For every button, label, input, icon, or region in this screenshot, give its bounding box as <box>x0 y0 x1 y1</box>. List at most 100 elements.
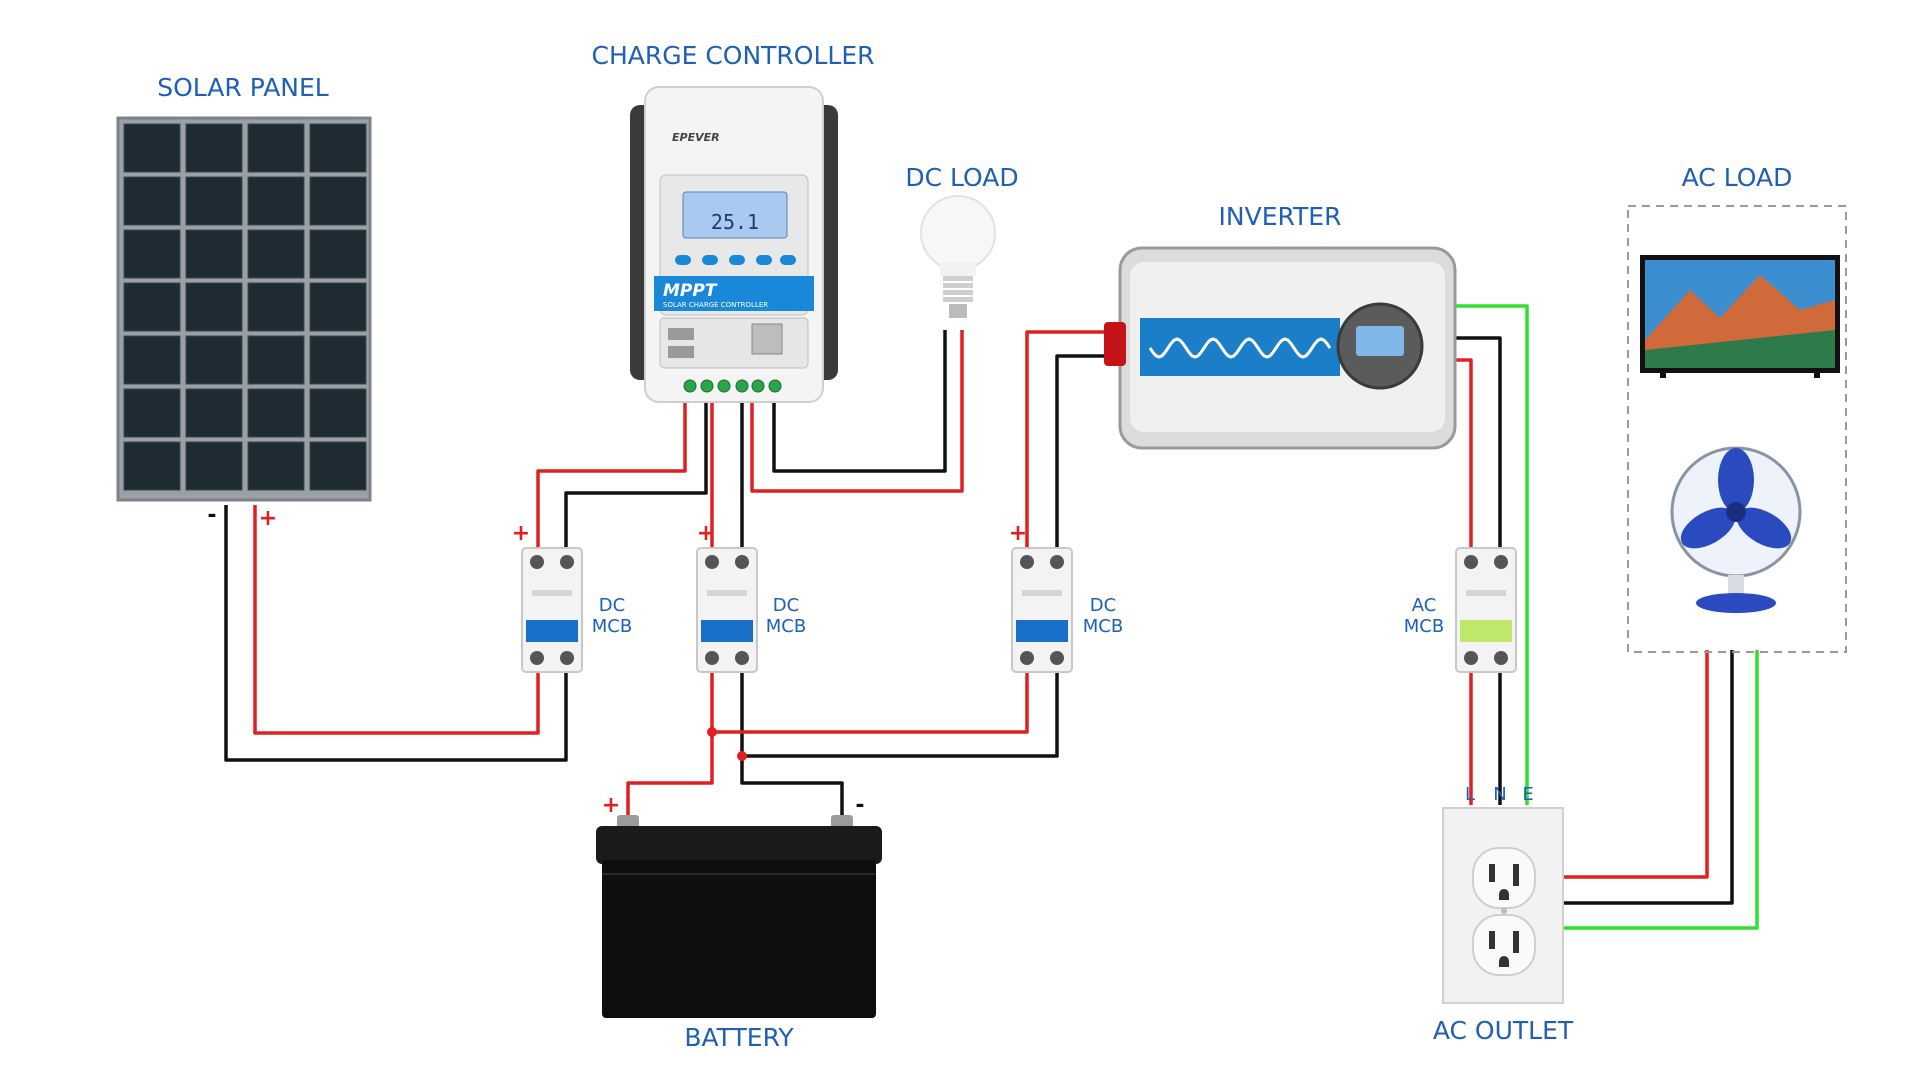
mcb1-label-line1: DC <box>599 595 625 616</box>
controller-usb-port-1 <box>668 328 694 340</box>
solar-cell <box>123 441 181 491</box>
solar-cell <box>185 388 243 438</box>
solar-cell <box>185 441 243 491</box>
mcb2-dc-top-screw <box>735 555 749 569</box>
solar-panel-label: SOLAR PANEL <box>157 73 329 102</box>
mcb3-dc <box>1011 547 1073 673</box>
controller-terminal-screw <box>683 379 697 393</box>
mcb3-dc-rating-plate <box>1022 590 1062 596</box>
mcb-ac-bottom-screw <box>1464 651 1478 665</box>
charge-controller-label: CHARGE CONTROLLER <box>591 41 874 70</box>
solar-panel: SOLAR PANEL - + <box>116 73 372 531</box>
dc-load-bulb: DC LOAD <box>905 163 1019 318</box>
inverter-connector <box>1104 322 1126 366</box>
outlet-terminal-l: L <box>1465 784 1475 805</box>
solar-cell <box>247 176 305 226</box>
controller-terminal-screw <box>700 379 714 393</box>
solar-cell <box>309 388 367 438</box>
outlet-terminal-n: N <box>1493 784 1506 805</box>
mcb2-dc-bottom-screw <box>705 651 719 665</box>
inverter-display <box>1356 326 1404 356</box>
solar-cell <box>123 388 181 438</box>
solar-cell <box>185 335 243 385</box>
mcb2-dc-rating-plate <box>707 590 747 596</box>
battery-terminal-positive <box>617 815 639 829</box>
mcb2-label-line1: DC <box>773 595 799 616</box>
wire-bus-mcb3-positive <box>712 672 1029 734</box>
solar-cell <box>185 282 243 332</box>
controller-terminal-screw <box>768 379 782 393</box>
solar-negative-sign: - <box>207 503 216 528</box>
controller-button-set[interactable] <box>756 255 772 265</box>
solar-cell <box>309 123 367 173</box>
mcb1-dc-bottom-screw <box>560 651 574 665</box>
inverter-sine-wave <box>1148 337 1332 359</box>
dc-load-label: DC LOAD <box>905 163 1018 192</box>
battery-terminal-negative <box>831 815 853 829</box>
mcb2-positive-sign: + <box>697 521 715 546</box>
mcb-ac-toggle[interactable] <box>1460 620 1512 642</box>
solar-cell <box>185 123 243 173</box>
mcb-ac-top-screw <box>1464 555 1478 569</box>
solar-positive-sign: + <box>259 506 277 531</box>
controller-display-value: 25.1 <box>711 210 759 234</box>
wires <box>224 304 1759 930</box>
solar-cell <box>309 441 367 491</box>
battery-positive-sign: + <box>602 793 620 818</box>
mcb1-label-line2: MCB <box>592 616 632 637</box>
wire-solar-negative <box>224 505 568 762</box>
controller-buttons <box>675 255 796 265</box>
controller-button-pv[interactable] <box>675 255 691 265</box>
ac-load-label: AC LOAD <box>1682 163 1793 192</box>
mcb2-dc-top-screw <box>705 555 719 569</box>
mcb3-label-line1: DC <box>1090 595 1116 616</box>
solar-cell <box>247 282 305 332</box>
breaker-labels: DC MCB DC MCB DC MCB AC MCB + + + <box>512 521 1444 637</box>
charge-controller: CHARGE CONTROLLER 25.1 MPPT SOLAR CHARGE… <box>591 41 875 403</box>
mcb2-dc-body <box>696 547 758 673</box>
controller-terminal-screw <box>735 379 749 393</box>
controller-title: MPPT <box>663 281 718 301</box>
mcb-ac-rating-plate <box>1466 590 1506 596</box>
battery-label: BATTERY <box>684 1023 794 1052</box>
mcb3-positive-sign: + <box>1009 521 1027 546</box>
battery: + - BATTERY <box>596 793 882 1052</box>
acmcb-label-line2: MCB <box>1404 616 1444 637</box>
controller-button-load[interactable] <box>729 255 745 265</box>
controller-terminals <box>683 379 782 393</box>
wire-cc-load-positive <box>750 330 964 493</box>
solar-cell <box>123 335 181 385</box>
wire-cc-load-negative <box>772 330 947 473</box>
battery-negative-sign: - <box>855 793 864 818</box>
mcb3-dc-toggle[interactable] <box>1016 620 1068 642</box>
controller-terminal-screw <box>751 379 765 393</box>
solar-cell <box>309 282 367 332</box>
wire-bus-mcb3-negative <box>742 672 1059 758</box>
solar-cell <box>123 123 181 173</box>
outlet-screw <box>1501 908 1507 914</box>
controller-button-batt[interactable] <box>702 255 718 265</box>
mcb1-dc-top-screw <box>530 555 544 569</box>
mcb2-dc-toggle[interactable] <box>701 620 753 642</box>
outlet-socket-top[interactable] <box>1472 847 1536 909</box>
mcb3-dc-top-screw <box>1050 555 1064 569</box>
fan-icon <box>1670 446 1802 613</box>
acmcb-label-line1: AC <box>1412 595 1437 616</box>
solar-cell <box>123 229 181 279</box>
controller-rs485-port <box>751 323 783 355</box>
mcb3-dc-bottom-screw <box>1050 651 1064 665</box>
wire-mcb1-cc-positive <box>536 400 687 548</box>
inverter-label: INVERTER <box>1219 202 1342 231</box>
outlet-socket-bottom[interactable] <box>1472 914 1536 976</box>
ac-outlet-label: AC OUTLET <box>1433 1016 1574 1045</box>
controller-button-esc[interactable] <box>780 255 796 265</box>
wire-mcb1-cc-negative <box>564 400 708 548</box>
wire-outlet-acload-neutral <box>1557 650 1734 905</box>
solar-cell <box>247 229 305 279</box>
solar-cell <box>247 441 305 491</box>
mcb1-dc-toggle[interactable] <box>526 620 578 642</box>
ac-load-box <box>1627 205 1847 653</box>
wire-mcb3-inverter-positive <box>1025 330 1108 548</box>
mcb3-dc-body <box>1011 547 1073 673</box>
